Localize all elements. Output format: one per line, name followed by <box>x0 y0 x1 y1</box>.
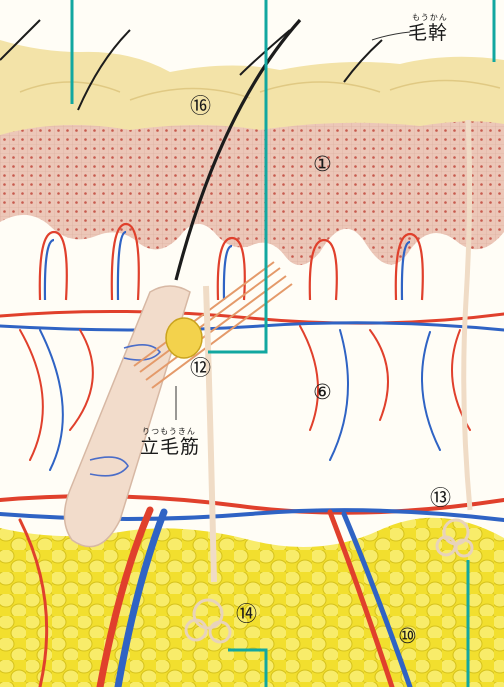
label-1: ① <box>313 154 332 175</box>
label-10: ⑩ <box>398 626 417 647</box>
arrector-pili-reading: りつもうきん <box>142 428 196 436</box>
label-6: ⑥ <box>313 382 332 403</box>
hair-shaft-label: 毛幹 <box>408 24 448 43</box>
label-13: ⑬ <box>430 488 451 509</box>
label-14: ⑭ <box>236 604 257 625</box>
label-16: ⑯ <box>190 96 211 117</box>
sebaceous-gland <box>166 318 202 358</box>
hair-shaft-reading: もうかん <box>412 14 448 22</box>
label-12: ⑫ <box>190 358 211 379</box>
arrector-pili-label: 立毛筋 <box>140 438 200 457</box>
